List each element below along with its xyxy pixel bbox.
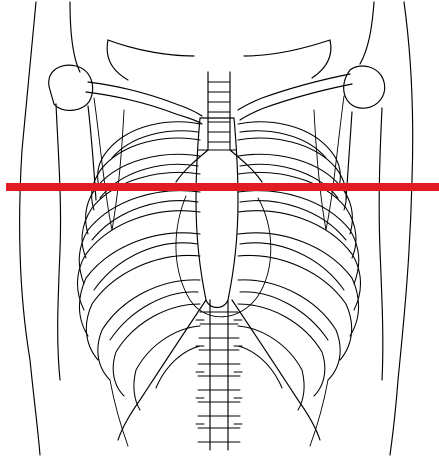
trachea xyxy=(176,72,262,182)
left-ribs xyxy=(78,122,201,410)
right-ribs xyxy=(238,122,361,410)
heart-outline xyxy=(176,196,271,317)
spine xyxy=(196,300,242,450)
costal-margin xyxy=(110,300,328,446)
red-marker-line xyxy=(6,183,439,191)
clavicles xyxy=(86,74,352,124)
body-outline xyxy=(20,2,413,455)
sternum xyxy=(196,118,238,308)
